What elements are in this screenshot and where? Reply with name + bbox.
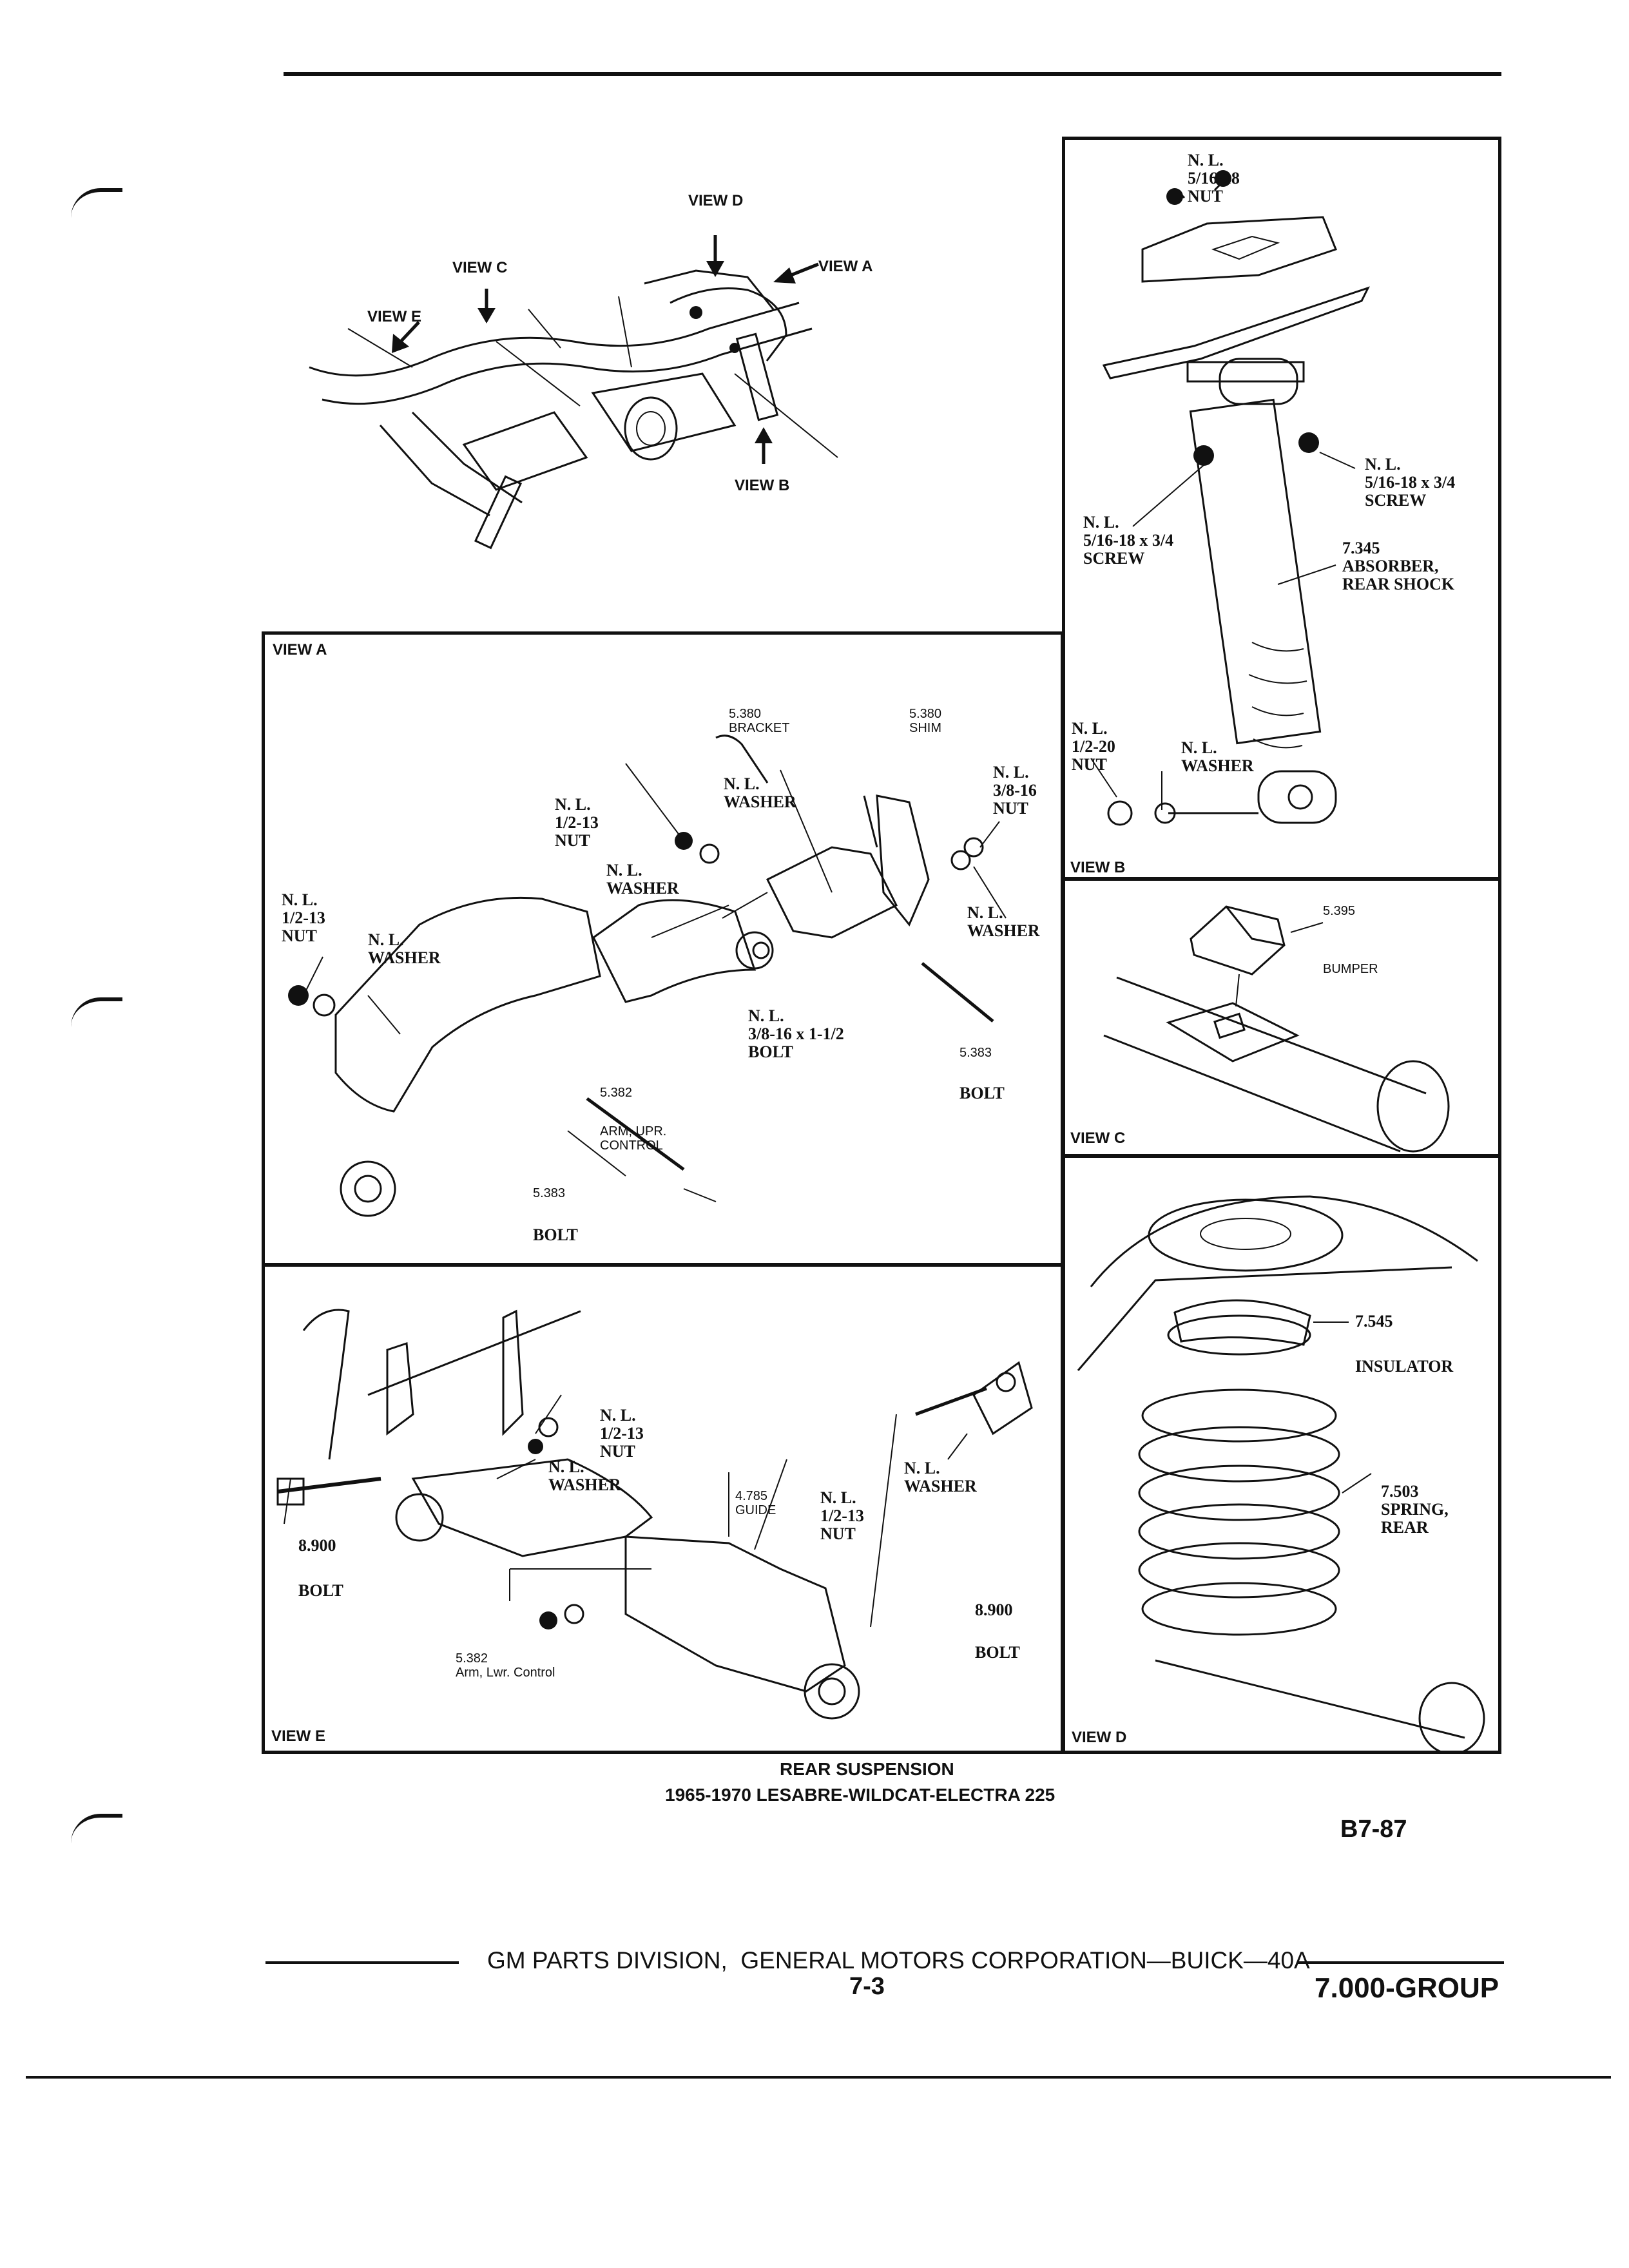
callout-bumper: BUMPER — [1323, 962, 1378, 976]
view-b-label: VIEW B — [735, 477, 790, 494]
bumper-illustration — [1103, 905, 1450, 1153]
footer-division: GM PARTS DIVISION, GENERAL MOTORS CORPOR… — [487, 1947, 1310, 1974]
view-a-panel: VIEW A 5.380 BRACKET 5.380 SHIM N. L. WA… — [262, 631, 1064, 1267]
binder-mark-middle — [71, 997, 122, 1027]
callout-bolt-8-900-left: 8.900 — [298, 1536, 336, 1555]
callout-bolt-8-900-right: 8.900 — [975, 1600, 1013, 1619]
callout-shim: 5.380 SHIM — [909, 707, 942, 735]
callout-arm-5-382-num: 5.382 — [600, 1086, 633, 1100]
figure-subtitle: 1965-1970 LESABRE-WILDCAT-ELECTRA 225 — [665, 1785, 1055, 1805]
callout-insulator: INSULATOR — [1355, 1357, 1454, 1376]
view-d-label: VIEW D — [688, 192, 744, 209]
callout-washer-top: N. L. WASHER — [724, 774, 796, 812]
callout-washer-top: N. L. WASHER — [548, 1457, 621, 1495]
callout-bracket: 5.380 BRACKET — [729, 707, 790, 735]
binder-mark-bottom — [71, 1814, 122, 1843]
view-c-label: VIEW C — [452, 259, 508, 276]
callout-bolt-5-383-bottom: BOLT — [533, 1225, 578, 1244]
footer-rule-left — [265, 1961, 459, 1964]
figure-title: REAR SUSPENSION — [780, 1759, 954, 1779]
top-rule — [284, 72, 1501, 76]
callout-arm-lower-control: 5.382 Arm, Lwr. Control — [456, 1651, 555, 1680]
view-d-panel: 7.545 INSULATOR 7.503 SPRING, REAR VIEW … — [1062, 1155, 1501, 1754]
view-d-tag: VIEW D — [1072, 1729, 1127, 1746]
callout-nut-5-16-18: N. L. 5/16-18 NUT — [1188, 151, 1240, 206]
callout-washer: N. L. WASHER — [1181, 738, 1254, 776]
footer-rule-right — [1298, 1961, 1504, 1964]
callout-guide: 4.785 GUIDE — [735, 1489, 776, 1517]
view-b-panel: N. L. 5/16-18 NUT N. L. 5/16-18 x 3/4 SC… — [1062, 137, 1501, 880]
callout-nut-1-2-13-mid: N. L. 1/2-13 NUT — [820, 1488, 864, 1544]
callout-nut-1-2-13-left: N. L. 1/2-13 NUT — [282, 890, 325, 946]
callout-arm-upper-control: ARM, UPR. CONTROL — [600, 1124, 667, 1153]
callout-bolt-5-383-num-bottom: 5.383 — [533, 1186, 566, 1200]
footer-page-number: 7-3 — [849, 1973, 885, 2000]
callout-bolt-5-383-num-right: 5.383 — [959, 1046, 992, 1060]
shock-absorber-illustration — [1090, 170, 1370, 826]
footer-group: 7.000-GROUP — [1315, 1972, 1499, 2004]
callout-bolt-left: BOLT — [298, 1581, 343, 1600]
callout-nut-1-2-13-top: N. L. 1/2-13 NUT — [600, 1406, 644, 1461]
callout-nut-1-2-20: N. L. 1/2-20 NUT — [1072, 719, 1115, 774]
callout-nut-1-2-13-top: N. L. 1/2-13 NUT — [555, 795, 599, 850]
view-a-tag: VIEW A — [273, 641, 327, 658]
figure-code: B7-87 — [1340, 1816, 1407, 1843]
callout-screw-right: N. L. 5/16-18 x 3/4 SCREW — [1365, 455, 1456, 510]
overview-frame-illustration — [309, 269, 838, 550]
lower-control-arm-illustration — [276, 1309, 1033, 1720]
callout-bolt-3-8-16: N. L. 3/8-16 x 1-1/2 BOLT — [748, 1006, 844, 1062]
view-b-tag: VIEW B — [1070, 859, 1126, 876]
callout-washer-mid: N. L. WASHER — [606, 861, 679, 898]
callout-nut-3-8-16: N. L. 3/8-16 NUT — [993, 763, 1037, 818]
view-e-tag: VIEW E — [271, 1727, 326, 1745]
view-e-label: VIEW E — [367, 308, 422, 325]
callout-washer-right: N. L. WASHER — [904, 1459, 977, 1496]
view-c-panel: 5.395 BUMPER VIEW C — [1062, 878, 1501, 1157]
bottom-rule — [26, 2076, 1611, 2079]
callout-screw-left: N. L. 5/16-18 x 3/4 SCREW — [1083, 513, 1174, 568]
view-a-label: VIEW A — [818, 258, 873, 275]
view-e-panel: N. L. 1/2-13 NUT N. L. WASHER 8.900 BOLT… — [262, 1263, 1064, 1754]
callout-bolt-right: BOLT — [975, 1643, 1020, 1662]
callout-bolt-5-383-right: BOLT — [959, 1084, 1005, 1102]
upper-control-arm-illustration — [288, 735, 1007, 1217]
callout-spring-rear: 7.503 SPRING, REAR — [1381, 1482, 1449, 1537]
binder-mark-top — [71, 188, 122, 218]
callout-insulator-num: 7.545 — [1355, 1312, 1393, 1331]
overview-diagram: VIEW D VIEW C VIEW A VIEW E VIEW B — [284, 180, 1057, 567]
callout-bumper-num: 5.395 — [1323, 904, 1356, 918]
callout-washer-left: N. L. WASHER — [368, 930, 441, 968]
callout-absorber-rear-shock: 7.345 ABSORBER, REAR SHOCK — [1342, 539, 1455, 594]
callout-washer-right: N. L. WASHER — [967, 903, 1040, 941]
view-c-tag: VIEW C — [1070, 1129, 1126, 1147]
coil-spring-illustration — [1077, 1195, 1485, 1751]
